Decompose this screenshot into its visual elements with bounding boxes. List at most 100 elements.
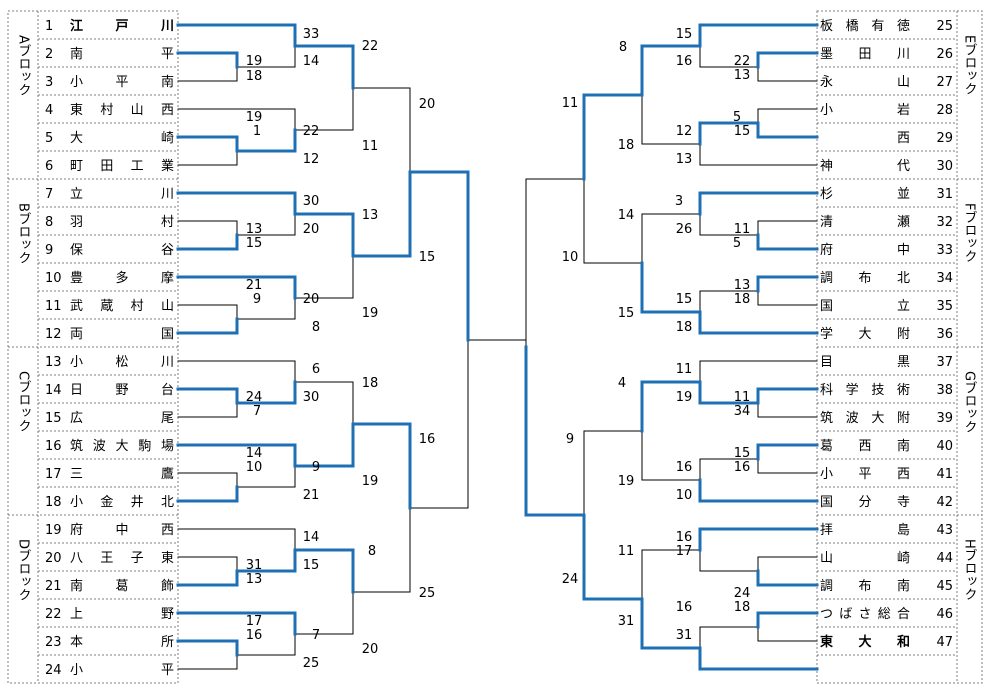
block-label: Eブロック: [962, 35, 977, 96]
team-seed: 34: [936, 271, 953, 286]
team-name: 小平南: [70, 74, 174, 90]
score: 16: [676, 600, 693, 615]
team-seed: 27: [936, 75, 953, 90]
team-name: 墨田川: [820, 47, 910, 62]
team-seed: 24: [45, 663, 62, 678]
score: 6: [312, 362, 320, 377]
team-seed: 1: [45, 19, 53, 34]
team-name: 三鷹: [70, 467, 174, 482]
team-seed: 19: [45, 523, 62, 538]
team-name: 山崎: [820, 551, 910, 566]
team-name: 南葛飾: [70, 578, 174, 594]
score: 18: [362, 376, 379, 391]
team-seed: 20: [45, 551, 62, 566]
team-seed: 21: [45, 579, 62, 594]
score: 19: [246, 54, 263, 69]
team-seed: 44: [936, 551, 953, 566]
team-seed: 30: [936, 159, 953, 174]
block-label: Cブロック: [16, 371, 31, 433]
team-seed: 16: [45, 439, 62, 454]
team-seed: 15: [45, 411, 62, 426]
team-name: 小金井北: [70, 494, 174, 510]
team-seed: 40: [936, 439, 953, 454]
team-seed: 22: [45, 607, 62, 622]
team-name: 拝島: [820, 523, 910, 538]
team-name: 立川: [70, 187, 174, 202]
team-seed: 6: [45, 159, 53, 174]
team-name: 羽村: [70, 215, 174, 230]
score: 16: [676, 54, 693, 69]
team-seed: 36: [936, 327, 953, 342]
team-seed: 4: [45, 103, 53, 118]
team-name: 筑波大駒場: [70, 438, 174, 454]
team-name: 府中西: [70, 523, 174, 538]
score: 11: [676, 362, 693, 377]
team-seed: 35: [936, 299, 953, 314]
team-name: 日野台: [70, 383, 174, 398]
team-seed: 18: [45, 495, 62, 510]
team-name: 東村山西: [70, 102, 174, 118]
score: 1: [253, 124, 261, 139]
team-name: 府中: [820, 243, 910, 258]
team-seed: 47: [936, 635, 953, 650]
score: 31: [246, 558, 263, 573]
score: 15: [246, 236, 263, 251]
block-label: Hブロック: [962, 539, 977, 601]
score: 18: [676, 320, 693, 335]
team-name: 小岩: [820, 103, 910, 118]
team-seed: 42: [936, 495, 953, 510]
score: 25: [419, 586, 436, 601]
team-name: 小松川: [70, 355, 174, 370]
team-name: 国分寺: [820, 495, 910, 510]
team-name: 上野: [70, 607, 174, 622]
score: 15: [303, 558, 320, 573]
score: 3: [675, 194, 683, 209]
score: 33: [303, 27, 320, 42]
team-seed: 43: [936, 523, 953, 538]
team-seed: 46: [936, 607, 953, 622]
score: 24: [734, 586, 751, 601]
team-list-frames: [7, 10, 983, 684]
team-name: 神代: [820, 159, 910, 174]
team-seed: 3: [45, 75, 53, 90]
score: 5: [733, 236, 741, 251]
score: 5: [733, 110, 741, 125]
score: 12: [303, 152, 320, 167]
team-seed: 31: [936, 187, 953, 202]
score: 19: [246, 110, 263, 125]
team-name: 葛西南: [820, 438, 910, 454]
score: 24: [246, 390, 263, 405]
team-name: 調布北: [820, 271, 910, 286]
team-name: 西: [897, 131, 910, 146]
score: 20: [362, 642, 379, 657]
score: 11: [362, 139, 379, 154]
block-label: Dブロック: [16, 539, 31, 601]
block-label: Gブロック: [962, 371, 977, 434]
team-name: 南平: [70, 46, 174, 62]
score: 13: [246, 572, 263, 587]
score: 22: [734, 54, 751, 69]
team-name: 八王子東: [70, 550, 174, 566]
team-name: 武蔵村山: [70, 299, 174, 314]
team-name: 江戸川: [70, 18, 174, 34]
score: 34: [734, 404, 751, 419]
score: 13: [676, 152, 693, 167]
score: 14: [303, 54, 320, 69]
score: 30: [303, 390, 320, 405]
score: 21: [303, 488, 320, 503]
score: 13: [734, 278, 751, 293]
team-name: 保谷: [70, 243, 174, 258]
team-name: 国立: [820, 299, 910, 314]
team-seed: 26: [936, 47, 953, 62]
score: 14: [246, 446, 263, 461]
score: 13: [246, 222, 263, 237]
score: 15: [734, 124, 751, 139]
score: 15: [419, 250, 436, 265]
score: 11: [618, 544, 635, 559]
team-name: 永山: [820, 75, 910, 90]
score: 18: [618, 138, 635, 153]
team-name: 本所: [70, 635, 174, 650]
score: 7: [253, 404, 261, 419]
score: 20: [303, 292, 320, 307]
